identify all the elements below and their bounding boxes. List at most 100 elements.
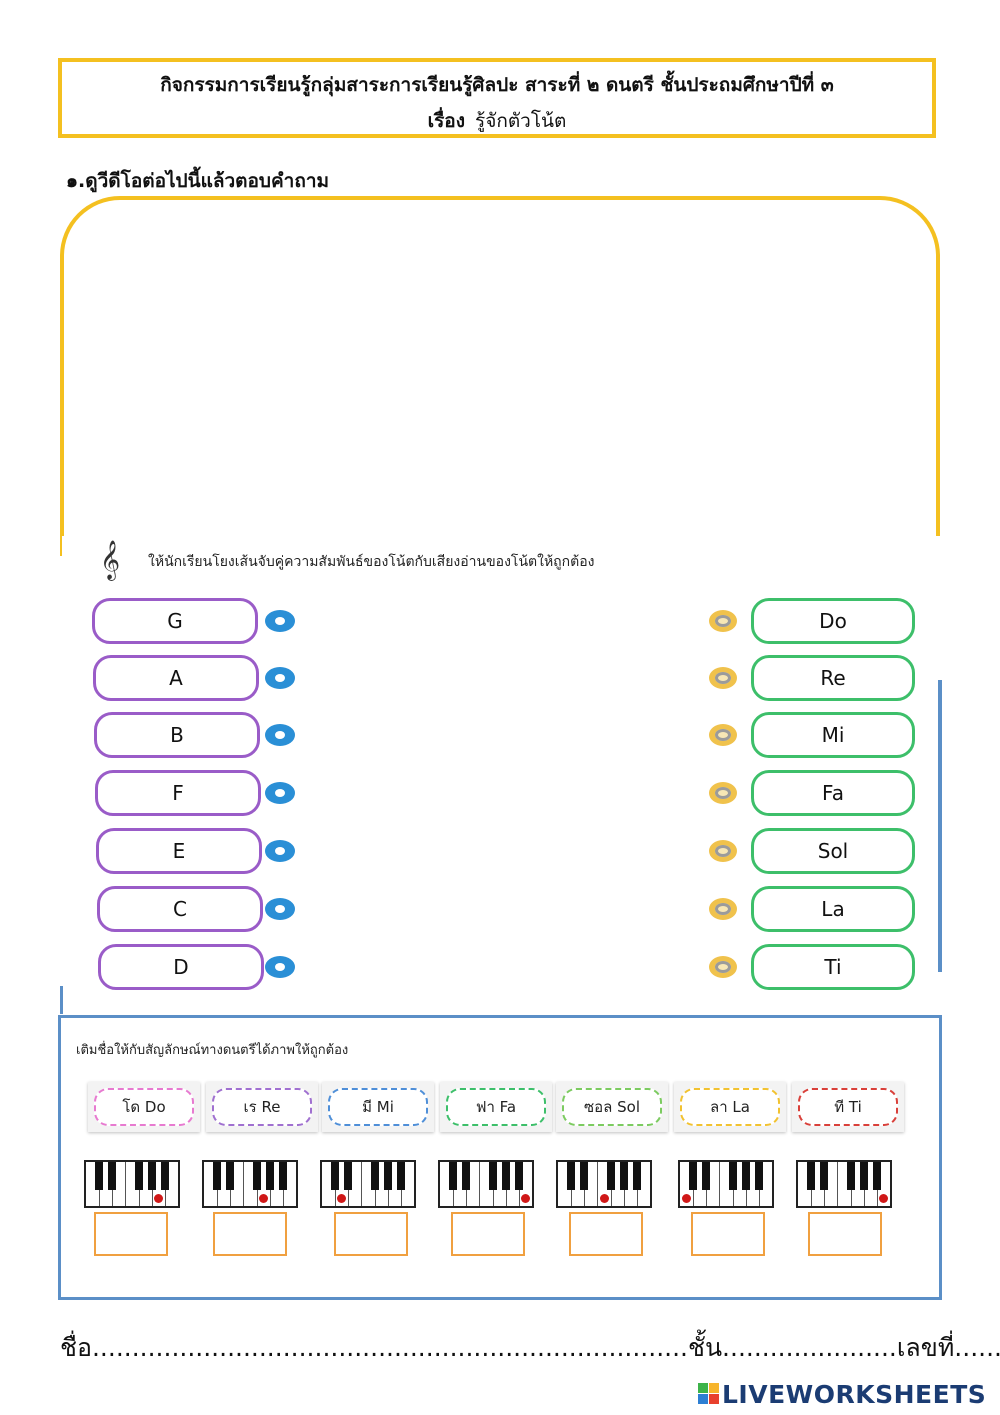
subject-value: รู้จักตัวโน้ต	[475, 110, 567, 132]
connector-dot-left[interactable]	[265, 840, 295, 862]
white-key	[125, 1162, 127, 1206]
white-key	[597, 1162, 599, 1206]
connector-dot-left[interactable]	[265, 610, 295, 632]
note-name-card[interactable]: มี Mi	[322, 1082, 434, 1132]
answer-drop-box[interactable]	[569, 1212, 643, 1256]
black-key	[741, 1162, 750, 1190]
answer-drop-box[interactable]	[334, 1212, 408, 1256]
connector-dot-right[interactable]	[709, 610, 737, 632]
black-key	[252, 1162, 261, 1190]
header-box: กิจกรรมการเรียนรู้กลุ่มสาระการเรียนรู้ศิ…	[58, 58, 936, 138]
note-name-label: ซอล Sol	[562, 1088, 662, 1126]
question-1: ๑.ดูวีดีโอต่อไปนี้แล้วตอบคำถาม	[66, 170, 330, 192]
note-letter-box: A	[93, 655, 259, 701]
note-marker	[599, 1194, 609, 1203]
note-name-label: ฟา Fa	[446, 1088, 546, 1126]
black-key	[859, 1162, 868, 1190]
black-key	[226, 1162, 235, 1190]
student-info-line: ชื่อ....................................…	[60, 1333, 1000, 1362]
panel-edge	[938, 680, 942, 972]
piano-keyboard-icon	[678, 1160, 774, 1208]
solfege-box: Do	[751, 598, 915, 644]
answer-drop-box[interactable]	[451, 1212, 525, 1256]
note-name-label: มี Mi	[328, 1088, 428, 1126]
fill-instruction: เติมชื่อให้กับสัญลักษณ์ทางดนตรีได้ภาพให้…	[76, 1043, 349, 1058]
black-key	[449, 1162, 458, 1190]
black-key	[807, 1162, 816, 1190]
black-key	[872, 1162, 881, 1190]
white-key	[719, 1162, 721, 1206]
connector-dot-right[interactable]	[709, 782, 737, 804]
answer-drop-box[interactable]	[213, 1212, 287, 1256]
black-key	[619, 1162, 628, 1190]
note-name-label: เร Re	[212, 1088, 312, 1126]
black-key	[134, 1162, 143, 1190]
note-name-label: โด Do	[94, 1088, 194, 1126]
black-key	[383, 1162, 392, 1190]
treble-clef-icon: 𝄞	[100, 540, 121, 580]
connector-dot-right[interactable]	[709, 724, 737, 746]
note-name-card[interactable]: ลา La	[674, 1082, 786, 1132]
note-marker	[878, 1194, 888, 1203]
connector-dot-left[interactable]	[265, 724, 295, 746]
note-letter-box: E	[96, 828, 262, 874]
connector-dot-right[interactable]	[709, 667, 737, 689]
piano-keyboard-icon	[556, 1160, 652, 1208]
black-key	[606, 1162, 615, 1190]
black-key	[754, 1162, 763, 1190]
note-letter-box: G	[92, 598, 258, 644]
white-key	[837, 1162, 839, 1206]
white-key	[361, 1162, 363, 1206]
piano-keyboard-icon	[796, 1160, 892, 1208]
black-key	[488, 1162, 497, 1190]
connector-dot-left[interactable]	[265, 956, 295, 978]
black-key	[108, 1162, 117, 1190]
answer-drop-box[interactable]	[691, 1212, 765, 1256]
header-title: กิจกรรมการเรียนรู้กลุ่มสาระการเรียนรู้ศิ…	[160, 74, 834, 96]
note-name-label: ที Ti	[798, 1088, 898, 1126]
connector-dot-left[interactable]	[265, 667, 295, 689]
note-name-card[interactable]: โด Do	[88, 1082, 200, 1132]
connector-dot-right[interactable]	[709, 956, 737, 978]
black-key	[344, 1162, 353, 1190]
black-key	[567, 1162, 576, 1190]
note-letter-box: D	[98, 944, 264, 990]
fill-panel	[58, 1015, 942, 1300]
note-marker	[520, 1194, 530, 1203]
piano-keyboard-icon	[438, 1160, 534, 1208]
note-name-card[interactable]: ที Ti	[792, 1082, 904, 1132]
matching-panel	[62, 536, 942, 1014]
black-key	[689, 1162, 698, 1190]
black-key	[846, 1162, 855, 1190]
video-frame[interactable]	[60, 196, 940, 556]
solfege-box: Sol	[751, 828, 915, 874]
black-key	[95, 1162, 104, 1190]
note-name-card[interactable]: เร Re	[206, 1082, 318, 1132]
note-name-label: ลา La	[680, 1088, 780, 1126]
connector-dot-right[interactable]	[709, 840, 737, 862]
matching-instruction: ให้นักเรียนโยงเส้นจับคู่ความสัมพันธ์ของโ…	[148, 554, 595, 570]
note-letter-box: B	[94, 712, 260, 758]
connector-dot-right[interactable]	[709, 898, 737, 920]
note-letter-box: C	[97, 886, 263, 932]
black-key	[265, 1162, 274, 1190]
black-key	[160, 1162, 169, 1190]
solfege-box: Fa	[751, 770, 915, 816]
black-key	[370, 1162, 379, 1190]
note-name-card[interactable]: ซอล Sol	[556, 1082, 668, 1132]
connector-dot-left[interactable]	[265, 898, 295, 920]
black-key	[147, 1162, 156, 1190]
black-key	[213, 1162, 222, 1190]
black-key	[820, 1162, 829, 1190]
answer-drop-box[interactable]	[94, 1212, 168, 1256]
black-key	[702, 1162, 711, 1190]
note-marker	[153, 1194, 163, 1203]
header-subject: เรื่องรู้จักตัวโน้ต	[62, 106, 932, 136]
note-name-card[interactable]: ฟา Fa	[440, 1082, 552, 1132]
black-key	[396, 1162, 405, 1190]
note-marker	[337, 1194, 347, 1203]
solfege-box: Mi	[751, 712, 915, 758]
connector-dot-left[interactable]	[265, 782, 295, 804]
answer-drop-box[interactable]	[808, 1212, 882, 1256]
black-key	[331, 1162, 340, 1190]
